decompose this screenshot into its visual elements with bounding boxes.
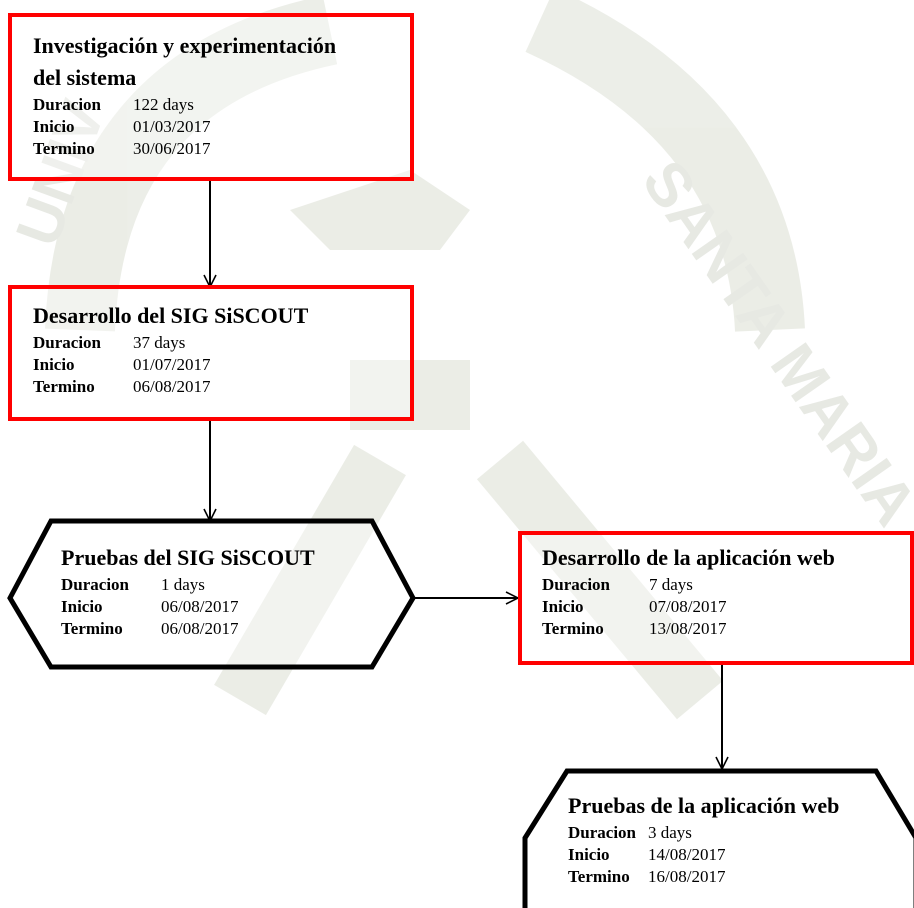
start-row: Inicio 06/08/2017 bbox=[61, 596, 315, 618]
end-row: Termino 06/08/2017 bbox=[61, 618, 315, 640]
end-row: Termino 13/08/2017 bbox=[542, 618, 835, 640]
node-title: Desarrollo de la aplicación web bbox=[542, 545, 835, 570]
node-desarrollo-web: Desarrollo de la aplicación web Duracion… bbox=[542, 542, 835, 640]
node-pruebas-web: Pruebas de la aplicación web Duracion 3 d… bbox=[568, 790, 839, 888]
seal-sword-left bbox=[214, 444, 406, 716]
end-row: Termino 30/06/2017 bbox=[33, 138, 336, 160]
start-row: Inicio 14/08/2017 bbox=[568, 844, 839, 866]
duration-label: Duracion bbox=[568, 823, 636, 842]
duration-value: 7 days bbox=[649, 575, 693, 594]
seal-sword-right bbox=[476, 440, 724, 720]
seal-ring-left bbox=[45, 0, 338, 332]
start-label: Inicio bbox=[542, 597, 584, 616]
duration-value: 1 days bbox=[161, 575, 205, 594]
node-box-desarrollo-web bbox=[518, 531, 914, 665]
node-desarrollo-sig: Desarrollo del SIG SiSCOUT Duracion 37 da… bbox=[33, 300, 308, 398]
end-value: 06/08/2017 bbox=[133, 377, 211, 396]
end-row: Termino 06/08/2017 bbox=[33, 376, 308, 398]
start-label: Inicio bbox=[61, 597, 103, 616]
end-label: Termino bbox=[568, 867, 630, 886]
duration-row: Duracion 7 days bbox=[542, 574, 835, 596]
duration-row: Duracion 1 days bbox=[61, 574, 315, 596]
start-row: Inicio 07/08/2017 bbox=[542, 596, 835, 618]
node-title: Pruebas del SIG SiSCOUT bbox=[61, 545, 315, 570]
duration-row: Duracion 3 days bbox=[568, 822, 839, 844]
start-row: Inicio 01/03/2017 bbox=[33, 116, 336, 138]
end-label: Termino bbox=[33, 139, 95, 158]
start-value: 01/07/2017 bbox=[133, 355, 211, 374]
node-title: Pruebas de la aplicación web bbox=[568, 793, 840, 818]
start-value: 07/08/2017 bbox=[649, 597, 727, 616]
start-value: 14/08/2017 bbox=[648, 845, 726, 864]
start-value: 01/03/2017 bbox=[133, 117, 211, 136]
start-row: Inicio 01/07/2017 bbox=[33, 354, 308, 376]
duration-label: Duracion bbox=[33, 95, 101, 114]
start-value: 06/08/2017 bbox=[161, 597, 239, 616]
duration-value: 37 days bbox=[133, 333, 186, 352]
duration-label: Duracion bbox=[33, 333, 101, 352]
end-value: 30/06/2017 bbox=[133, 139, 211, 158]
end-label: Termino bbox=[61, 619, 123, 638]
node-hexagon-pruebas-web bbox=[522, 768, 914, 908]
node-title: Desarrollo del SIG SiSCOUT bbox=[33, 303, 309, 328]
node-title: Investigación y experimentación bbox=[33, 33, 337, 58]
end-label: Termino bbox=[33, 377, 95, 396]
seal-ring-right bbox=[525, 0, 805, 333]
end-value: 06/08/2017 bbox=[161, 619, 239, 638]
start-label: Inicio bbox=[568, 845, 610, 864]
node-investigacion: Investigación y experimentación del sist… bbox=[33, 30, 336, 160]
node-box-desarrollo-sig bbox=[8, 285, 414, 421]
end-value: 16/08/2017 bbox=[648, 867, 726, 886]
end-label: Termino bbox=[542, 619, 604, 638]
end-row: Termino 16/08/2017 bbox=[568, 866, 839, 888]
duration-label: Duracion bbox=[61, 575, 129, 594]
node-hexagon-pruebas-sig bbox=[7, 518, 416, 670]
duration-row: Duracion 122 days bbox=[33, 94, 336, 116]
seal-crown-icon bbox=[290, 170, 470, 250]
duration-value: 3 days bbox=[648, 823, 692, 842]
end-value: 13/08/2017 bbox=[649, 619, 727, 638]
duration-value: 122 days bbox=[133, 95, 194, 114]
node-title-line2: del sistema bbox=[33, 65, 137, 90]
start-label: Inicio bbox=[33, 355, 75, 374]
duration-label: Duracion bbox=[542, 575, 610, 594]
node-box-investigacion bbox=[8, 13, 414, 181]
duration-row: Duracion 37 days bbox=[33, 332, 308, 354]
start-label: Inicio bbox=[33, 117, 75, 136]
node-pruebas-sig: Pruebas del SIG SiSCOUT Duracion 1 days I… bbox=[61, 542, 315, 640]
